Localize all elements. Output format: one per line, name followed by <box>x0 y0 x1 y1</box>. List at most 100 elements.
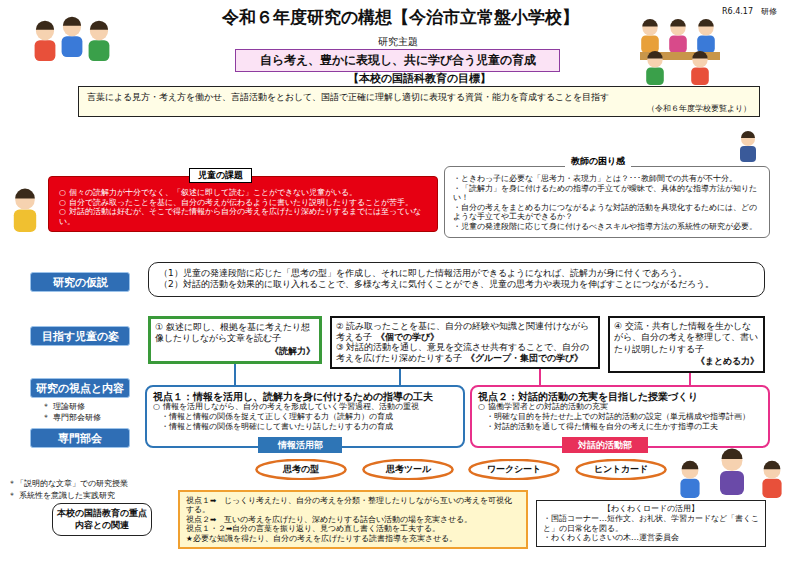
side-note: ＊ 理論研修 <box>42 401 85 412</box>
side-note: ＊ 系統性を意識した実践研究 <box>8 490 115 501</box>
node-text: ・自分の考えをまとめる力につながるような対話的活動を具現化するためには、どのよう… <box>453 203 763 222</box>
node-text: 視点２：対話的活動の充実を目指した授業づくり <box>478 391 762 402</box>
node-text: 視点１・２➡自分の言葉を振り返り、見つめ直し書く活動を工夫する。 <box>186 524 520 533</box>
node-text: 【わくわくロードの活用】 <box>543 504 759 514</box>
paragraph: ② 読み取ったことを基に、自分の経験や知識と関連付けながら考える子《個での学び》 <box>336 321 594 342</box>
child-figure <box>762 461 781 498</box>
page-title: 令和６年度研究の構想【今治市立常盤小学校】 <box>200 6 600 29</box>
node-text: ・児童の発達段階に応じて身に付けるべきスキルや指導方法の系統性の研究が必要。 <box>453 222 763 232</box>
node-text: 情報活用部 <box>278 439 323 452</box>
node-text: ・情報と情報の関係を明確にして書いたり話したりする力の育成 <box>153 422 457 432</box>
node-text: ① 叙述に即し、根拠を基に考えたり想像したりしながら文章を読む子 <box>155 322 315 345</box>
child-figure <box>62 17 83 57</box>
tool-oval: ヒントカード <box>575 459 667 480</box>
node-text: ワークシート <box>487 463 541 476</box>
node-text: ② 読み取ったことを基に、自分の経験や知識と関連付けながら考える子 <box>336 321 589 342</box>
node-text: 言葉による見方・考え方を働かせ、言語活動をとおして、国語で正確に理解し適切に表現… <box>87 91 751 104</box>
node-text: 対話的活動部 <box>578 439 632 452</box>
department-box: 対話的活動部 <box>562 437 648 453</box>
revision-note: R6.4.17 研修 <box>722 6 777 17</box>
node-text: ・情報と情報の関係を捉えて正しく理解する力（読解力）の育成 <box>153 412 457 422</box>
node-text: ★必要な知識を得たり、自分の考えを広げたりする読書指導を充実させる。 <box>186 534 520 543</box>
child-figure <box>89 21 110 61</box>
child-figure <box>691 51 709 85</box>
oval-outline <box>469 460 558 479</box>
connector <box>689 373 691 385</box>
node-text: （1）児童の発達段階に応じた「思考の型」を作成し、それに即した情報活用ができるよ… <box>159 268 754 279</box>
node-text: ○ 個々の読解力が十分でなく、「叙述に即して読む」ことができない児童がいる。 <box>59 188 429 198</box>
connector <box>539 369 541 386</box>
node-text: ○ 情報を活用しながら、自分の考えを形成していく学習過程、活動の重視 <box>153 402 457 412</box>
goal-child-box: ④ 交流・共有した情報を生かしながら、自分の考えを整理して、書いたり説明したりす… <box>608 316 765 373</box>
theme-box: 研究主題自ら考え、豊かに表現し、共に学び合う児童の育成 <box>235 49 560 72</box>
node-text: ・わくわくあじさいの木…運営委員会 <box>543 533 759 543</box>
node-text: 研究の仮説 <box>53 275 108 290</box>
child-figure <box>641 19 659 53</box>
node-text: 思考の型 <box>283 463 319 476</box>
node-text: ・ときわっ子に必要な「思考力・表現力」とは？･･･教師間での共有が不十分。 <box>453 174 763 184</box>
goal-child-box: ① 叙述に即し、根拠を基に考えたり想像したりしながら文章を読む子《読解力》 <box>148 316 322 364</box>
paragraph: ③ 対話的活動を通し、意見を交流させ共有することで、自分の考えを広げたり深めたり… <box>336 342 594 363</box>
section-label: 専門部会 <box>30 428 130 448</box>
node-text: 《まとめる力》 <box>614 355 759 368</box>
node-text: 専門部会 <box>58 431 102 446</box>
activity-box: 【わくわくロードの活用】・国語コーナー…短作文、お礼状、学習カードなど「書くこと… <box>536 500 766 547</box>
teacher-head <box>740 131 756 162</box>
tool-oval: 思考の型 <box>255 459 347 480</box>
oval-outline <box>363 460 452 479</box>
department-box: 情報活用部 <box>258 437 342 453</box>
node-text: ・「読解力」を身に付けるための指導の手立てが曖昧で、具体的な指導方法が知りたい！ <box>453 184 763 203</box>
focus-box: 視点１➡ じっくり考えたり、自分の考えを分類・整理したりしながら互いの考えを可視… <box>178 490 528 549</box>
node-text: （2）対話的活動を効果的に取り入れることで、多様な考えに気付くことができ、児童の… <box>159 279 754 290</box>
side-note: ＊ 専門部会研修 <box>42 412 101 423</box>
node-text: 【本校の国語科教育の目標】 <box>79 71 759 86</box>
node-text: 研究の視点と内容 <box>36 381 124 396</box>
teacher-figure <box>720 449 744 496</box>
child-figure <box>680 461 699 498</box>
node-text: 《グループ・集団での学び》 <box>466 353 583 364</box>
node-text: 《読解力》 <box>155 345 315 358</box>
node-text: ④ 交流・共有した情報を生かしながら、自分の考えを整理して、書いたり説明したりす… <box>614 321 759 355</box>
relation-box: 本校の国語教育の重点内容との関連 <box>52 503 152 536</box>
concern-box: 教師の困り感・ときわっ子に必要な「思考力・表現力」とは？･･･教師間での共有が不… <box>444 166 770 238</box>
tool-oval: ワークシート <box>468 459 560 480</box>
node-text: 思考ツール <box>386 463 431 476</box>
node-text: 本校の国語教育の重点内容との関連 <box>57 508 147 531</box>
issue-box: 児童の課題○ 個々の読解力が十分でなく、「叙述に即して読む」ことができない児童が… <box>48 176 438 232</box>
connector <box>234 364 236 386</box>
node-text: ○ 協働学習者との対話的活動の充実 <box>478 402 762 412</box>
section-label: 研究の視点と内容 <box>30 378 130 398</box>
node-text: ・対話的活動を通して得た情報を自分の考えに生かす指導の工夫 <box>478 422 762 432</box>
connector <box>399 369 401 386</box>
node-text: 視点２➡ 互いの考えを広げたり、深めたりする話合い活動の場を充実させる。 <box>186 515 520 524</box>
node-text: ヒントカード <box>594 463 648 476</box>
tool-oval: 思考ツール <box>362 459 454 480</box>
worried-child <box>14 189 36 232</box>
section-label: 目指す児童の姿 <box>30 326 130 346</box>
section-label: 研究の仮説 <box>30 272 130 292</box>
node-text: 自ら考え、豊かに表現し、共に学び合う児童の育成 <box>242 53 553 68</box>
node-text: 研究主題 <box>236 35 559 49</box>
child-figure <box>669 19 687 53</box>
child-figure <box>35 21 56 61</box>
node-text: 目指す児童の姿 <box>42 329 119 344</box>
child-figure <box>697 19 715 53</box>
oval-outline <box>256 460 345 479</box>
node-text: ○ 対話的活動は好むが、そこで得た情報から自分の考えを広げたり深めたりするまでに… <box>59 207 429 226</box>
goal-child-box: ② 読み取ったことを基に、自分の経験や知識と関連付けながら考える子《個での学び》… <box>330 316 600 369</box>
node-text: ・明確な目的を持たせた上での対話的活動の設定（単元構成や指導計画） <box>478 412 762 422</box>
node-text: 視点１➡ じっくり考えたり、自分の考えを分類・整理したりしながら互いの考えを可視… <box>186 496 520 515</box>
node-text: 児童の課題 <box>189 168 252 183</box>
node-text: 視点１：情報を活用し、読解力を身に付けるための指導の工夫 <box>153 391 457 402</box>
side-note: ＊「説明的な文章」での研究授業 <box>8 478 128 489</box>
child-figure <box>646 51 664 85</box>
node-text: 《個での学び》 <box>376 332 439 343</box>
oval-outline <box>576 460 665 479</box>
goal-box: 【本校の国語科教育の目標】言葉による見方・考え方を働かせ、言語活動をとおして、国… <box>78 86 760 117</box>
node-text: 教師の困り感 <box>565 155 631 168</box>
node-text: ○ 自分で読み取ったことを基に、自分の考えが伝わるように書いたり説明したりするこ… <box>59 198 429 208</box>
hypothesis-box: （1）児童の発達段階に応じた「思考の型」を作成し、それに即した情報活用ができるよ… <box>148 262 765 297</box>
node-text: （令和６年度学校要覧より） <box>87 104 751 114</box>
node-text: ・国語コーナー…短作文、お礼状、学習カードなど「書くこと」の日常化を図る。 <box>543 514 759 533</box>
